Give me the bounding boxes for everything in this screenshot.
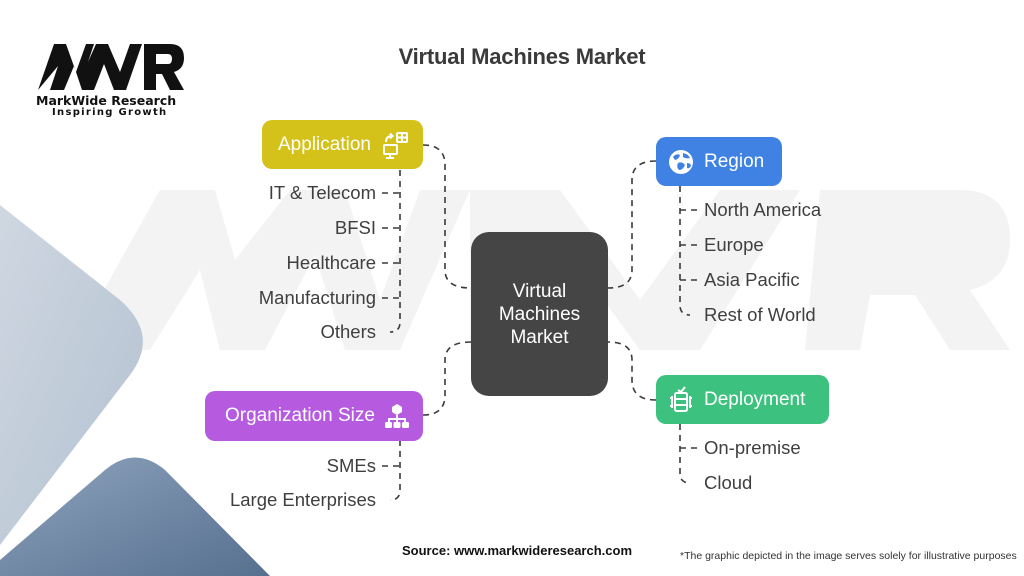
center-node: Virtual Machines Market xyxy=(471,232,608,396)
organization-size-item: Large Enterprises xyxy=(229,489,376,510)
category-application-label: Application xyxy=(278,133,371,155)
watermark xyxy=(70,190,1010,350)
category-region-label: Region xyxy=(704,150,765,172)
server-icon xyxy=(670,385,692,412)
application-item: IT & Telecom xyxy=(268,182,376,203)
deployment-item: Cloud xyxy=(704,472,753,493)
application-item: Manufacturing xyxy=(258,287,376,308)
region-item: Europe xyxy=(704,234,764,255)
application-item: BFSI xyxy=(334,217,376,238)
globe-icon xyxy=(669,149,693,174)
center-node-line: Machines xyxy=(498,303,581,325)
logo: MarkWide Research Inspiring Growth xyxy=(36,42,186,122)
region-item: Rest of World xyxy=(704,304,816,325)
organization-size-item: SMEs xyxy=(326,455,376,476)
source-text: Source: www.markwideresearch.com xyxy=(402,543,633,558)
center-node-line: Virtual xyxy=(512,280,567,302)
disclaimer-text: *The graphic depicted in the image serve… xyxy=(680,550,1017,562)
logo-mark-icon xyxy=(38,44,184,90)
org-chart-icon xyxy=(384,404,409,428)
brand-tagline: Inspiring Growth xyxy=(52,107,168,118)
category-organization-size[interactable]: Organization Size xyxy=(205,391,423,441)
center-node-line: Market xyxy=(510,326,569,348)
page-title: Virtual Machines Market xyxy=(398,44,646,69)
category-deployment[interactable]: Deployment xyxy=(656,375,829,424)
bg-shape-light xyxy=(0,205,143,545)
deployment-item: On-premise xyxy=(704,437,801,458)
category-application[interactable]: Application xyxy=(262,120,423,169)
category-deployment-label: Deployment xyxy=(704,388,806,410)
category-region[interactable]: Region xyxy=(656,137,782,186)
bg-shape-dark xyxy=(0,457,270,576)
application-item: Healthcare xyxy=(286,252,376,273)
region-item: Asia Pacific xyxy=(704,269,800,290)
category-organization-size-label: Organization Size xyxy=(225,405,375,426)
app-devices-icon xyxy=(382,131,408,159)
brand-name: MarkWide Research xyxy=(36,93,177,108)
region-item: North America xyxy=(704,199,822,220)
application-item: Others xyxy=(320,321,376,342)
